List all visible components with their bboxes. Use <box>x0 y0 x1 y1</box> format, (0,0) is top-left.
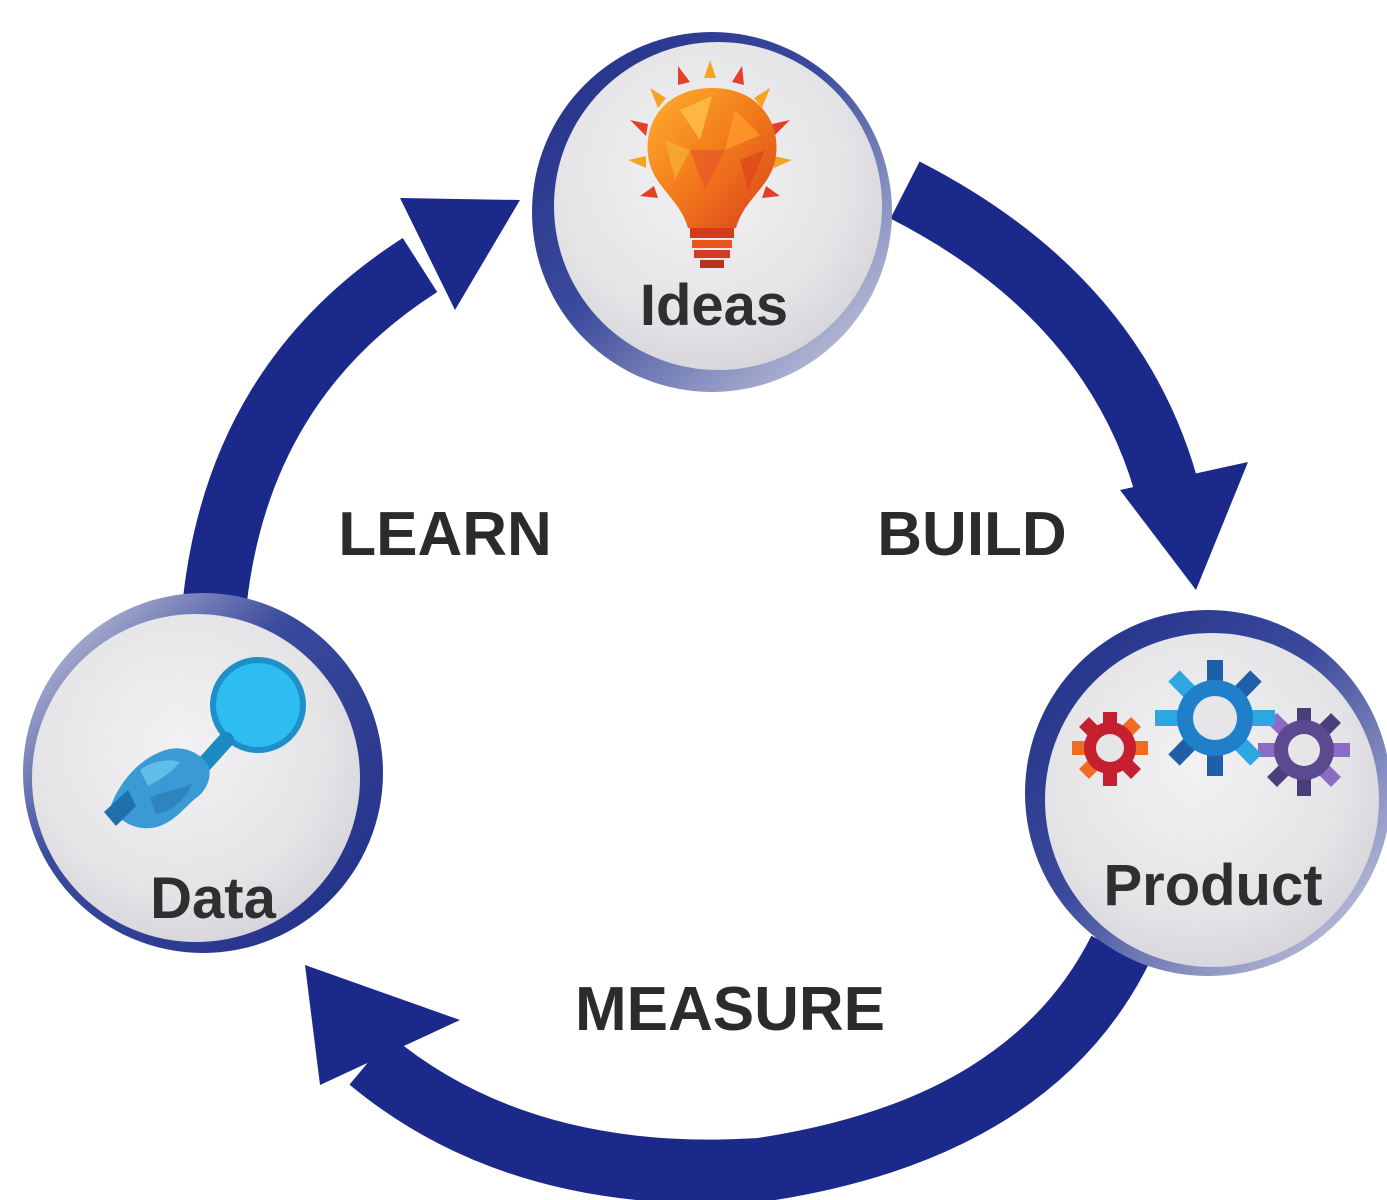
ideas-label: Ideas <box>640 273 788 338</box>
build-label: BUILD <box>877 500 1066 569</box>
learn-label: LEARN <box>338 500 552 569</box>
measure-label: MEASURE <box>575 975 885 1044</box>
arrow-learn <box>183 198 520 604</box>
arrow-measure <box>305 935 1149 1200</box>
arrow-build <box>890 161 1248 590</box>
gears-icon <box>1072 660 1350 796</box>
data-label: Data <box>150 866 276 931</box>
lightbulb-icon <box>628 60 792 268</box>
blue-gear-icon <box>1155 660 1275 776</box>
magnifier-icon <box>104 657 306 829</box>
product-node: Product <box>1025 610 1387 976</box>
data-node: Data <box>23 593 383 953</box>
product-label: Product <box>1103 853 1322 918</box>
purple-gear-icon <box>1258 708 1350 796</box>
red-gear-icon <box>1072 712 1148 786</box>
ideas-node: Ideas <box>532 32 892 392</box>
